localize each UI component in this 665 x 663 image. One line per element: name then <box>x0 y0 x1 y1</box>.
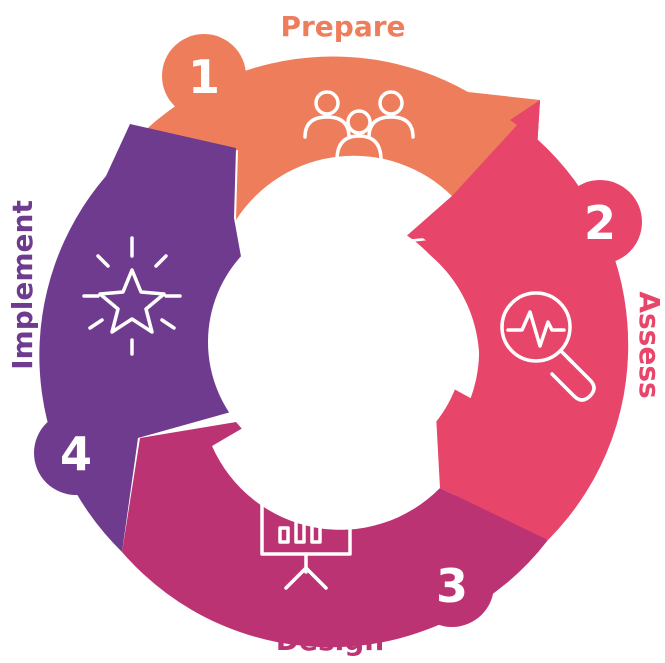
badge-3-number: 3 <box>436 559 468 613</box>
label-design: Design <box>276 624 384 657</box>
badge-2-circle <box>558 180 642 264</box>
star-burst-icon <box>82 236 182 356</box>
badge-4-circle <box>34 411 118 495</box>
badge-3-circle <box>410 543 494 627</box>
badge-2-number: 2 <box>584 196 616 250</box>
magnifier-pulse-icon <box>500 291 596 402</box>
badge-1-number: 1 <box>188 50 220 104</box>
label-prepare: Prepare <box>280 10 405 43</box>
segment-implement: 4 Implement <box>6 124 242 552</box>
presentation-chart-icon <box>260 482 352 590</box>
badge-1-circle <box>162 34 246 118</box>
badge-4-number: 4 <box>60 427 92 481</box>
center-hole <box>208 214 464 470</box>
label-implement: Implement <box>6 200 39 370</box>
segment-design: 3 Design <box>122 418 548 657</box>
people-group-icon <box>303 90 415 162</box>
segment-assess: 2 Assess <box>402 100 665 545</box>
segment-prepare: 1 Prepare <box>106 10 540 240</box>
label-assess: Assess <box>633 291 665 398</box>
